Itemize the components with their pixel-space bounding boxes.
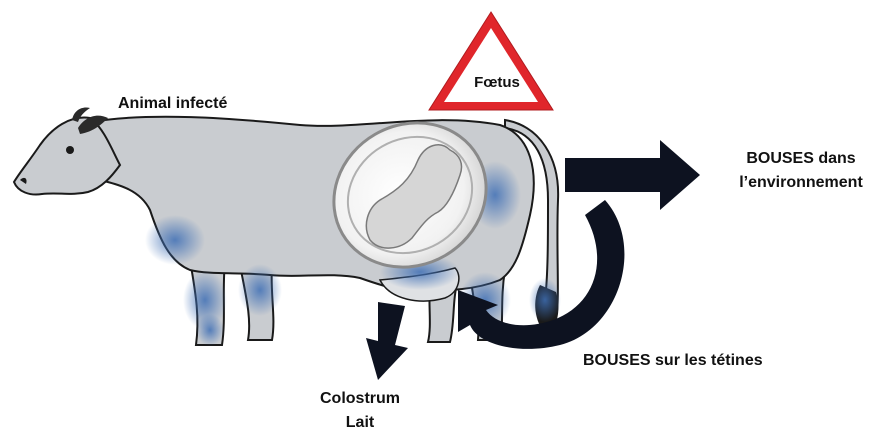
warning-triangle-icon	[429, 12, 553, 110]
dung-environment-label-line1: BOUSES dans	[716, 147, 886, 171]
cow-eye	[66, 146, 74, 154]
colostrum-milk-label: Colostrum Lait	[300, 387, 420, 435]
dung-environment-label-line2: l’environnement	[716, 171, 886, 195]
dung-teats-label: BOUSES sur les tétines	[583, 351, 763, 371]
dung-environment-label: BOUSES dans l’environnement	[716, 147, 886, 195]
infection-spot	[529, 278, 561, 322]
infection-spot	[196, 314, 224, 346]
arrow-to-environment-icon	[565, 140, 700, 210]
fetus-label: Fœtus	[447, 73, 547, 93]
infection-spot	[145, 215, 205, 265]
colostrum-label: Colostrum	[300, 387, 420, 411]
arrow-to-colostrum-icon	[366, 302, 408, 380]
milk-label: Lait	[300, 411, 420, 435]
infection-spot	[238, 264, 282, 316]
infected-animal-label: Animal infecté	[118, 94, 227, 114]
